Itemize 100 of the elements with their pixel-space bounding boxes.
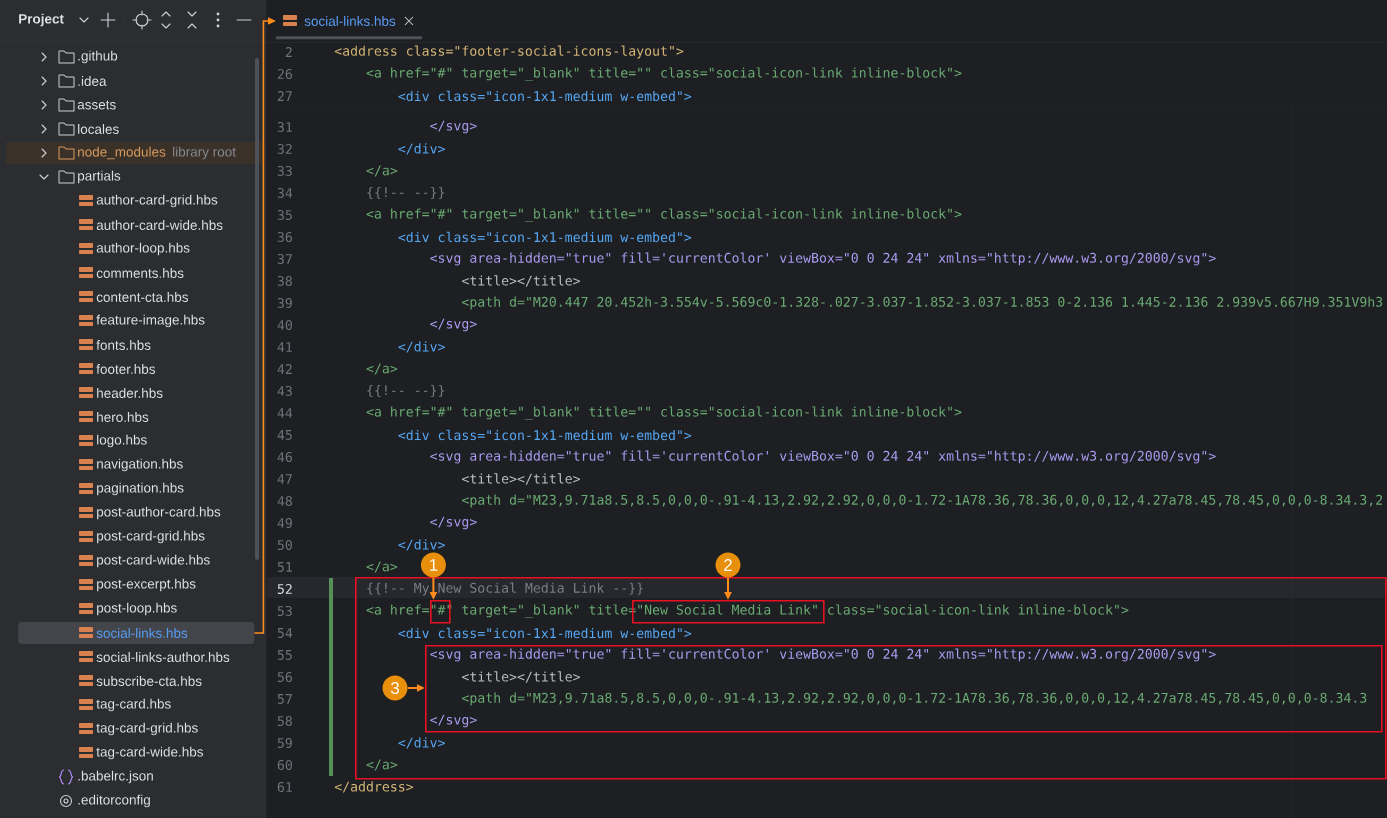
code-line: </a>: [366, 759, 398, 771]
line-number: 38: [277, 276, 292, 286]
code-line: </a>: [366, 561, 398, 573]
file-name: post-card-wide.hbs: [97, 554, 210, 568]
file-name: author-card-grid.hbs: [96, 194, 218, 208]
file-name: author-card-wide.hbs: [96, 220, 223, 230]
code-line: </a>: [366, 363, 398, 375]
file-name: hero.hbs: [97, 412, 149, 422]
callout-number: 1: [420, 552, 446, 578]
file-name: footer.hbs: [96, 364, 155, 374]
folder-name: locales: [78, 124, 119, 134]
hint-text: library root: [173, 146, 236, 160]
folder-name: .idea: [78, 76, 107, 86]
code-line: </div>: [398, 341, 445, 353]
line-number: 51: [277, 562, 292, 572]
file-name: logo.hbs: [97, 434, 147, 448]
file-name: pagination.hbs: [97, 482, 184, 496]
code-line: <title></title>: [461, 473, 581, 485]
line-number: 50: [277, 540, 292, 550]
line-number: 36: [277, 232, 292, 242]
file-name: navigation.hbs: [97, 458, 183, 472]
file-name: .editorconfig: [78, 794, 150, 808]
line-number: 60: [277, 760, 292, 770]
code-line: </svg>: [430, 714, 477, 728]
code-line: <title></title>: [461, 275, 581, 287]
code-line: </svg>: [430, 318, 477, 332]
code-line: <a href="#" target="_blank" title="" class="social-icon-link inline-block">: [366, 406, 962, 420]
line-number: 34: [277, 188, 293, 198]
file-name: feature-image.hbs: [96, 314, 205, 328]
panel-title: Project: [19, 13, 64, 27]
line-number: 39: [277, 298, 292, 308]
node-label: social-links.hbs: [304, 16, 396, 26]
code-line: <div class="icon-1x1-medium w-embed">: [398, 231, 692, 243]
callout-number: 2: [715, 552, 741, 578]
code-line: <path d="M23,9.71a8.5,8.5,0,0,0-.91-4.13,2.92,2.92,0,0,0-1.72-1A78.36,78.36,0,0,0,12,4.27a78.45,78.45,0,0,0-8.34.3,2: [461, 494, 1383, 508]
code-line: <path d="M23,9.71a8.5,8.5,0,0,0-.91-4.13,2.92,2.92,0,0,0-1.72-1A78.36,78.36,0,0,0,12,4.27a78.45,78.45,0,0,0-8.34.3: [461, 692, 1367, 706]
code-line: </div>: [398, 143, 445, 155]
line-number: 37: [277, 254, 292, 264]
line-number: 46: [277, 452, 292, 462]
code-line: <svg area-hidden="true" fill='currentColor' viewBox="0 0 24 24" xmlns="http://www.w3.org/2000/svg">: [430, 450, 1216, 464]
file-name: header.hbs: [97, 388, 163, 398]
line-number: 56: [277, 672, 292, 682]
code-line: <div class="icon-1x1-medium w-embed">: [398, 90, 692, 102]
folder-name: partials: [78, 170, 121, 184]
folder-name: .github: [78, 50, 118, 64]
highlight-box: [425, 645, 1383, 733]
line-number: 44: [277, 408, 293, 418]
line-number: 55: [277, 650, 292, 660]
folder-name: node_modules: [78, 146, 166, 160]
line-number: 61: [277, 782, 292, 792]
highlight-box: [355, 577, 1387, 780]
line-number: 54: [277, 628, 293, 638]
line-number: 52: [277, 584, 292, 594]
line-number: 53: [277, 606, 292, 616]
code-line: </div>: [398, 737, 445, 749]
code-line: <title></title>: [461, 671, 581, 683]
file-name: tag-card-grid.hbs: [96, 722, 198, 736]
line-number: 40: [277, 320, 292, 330]
line-number: 48: [277, 496, 292, 506]
file-name: post-excerpt.hbs: [97, 578, 196, 592]
line-number: 41: [277, 342, 292, 352]
line-number: 57: [277, 694, 292, 704]
file-name: tag-card.hbs: [96, 698, 171, 712]
file-tab: social-links.hbs: [276, 16, 422, 40]
code-line: </svg>: [430, 516, 477, 530]
code-line: {{!-- --}}: [367, 384, 445, 398]
line-number: 33: [277, 166, 292, 176]
code-line: <svg area-hidden="true" fill='currentColor' viewBox="0 0 24 24" xmlns="http://www.w3.org/2000/svg">: [430, 252, 1216, 266]
line-number: 27: [277, 91, 292, 101]
file-name: fonts.hbs: [96, 340, 151, 350]
line-number: 58: [277, 716, 292, 726]
line-number: 35: [277, 210, 292, 220]
line-number: 26: [277, 69, 292, 79]
file-name: subscribe-cta.hbs: [96, 676, 202, 686]
file-name: post-card-grid.hbs: [97, 530, 205, 544]
folder-name: assets: [77, 100, 116, 110]
file-name: post-author-card.hbs: [97, 506, 221, 520]
code-line: </svg>: [430, 120, 477, 134]
code-line: <a href="#" target="_blank" title="" class="social-icon-link inline-block">: [366, 208, 962, 222]
callout-number: 3: [382, 675, 408, 701]
line-number: 31: [277, 122, 292, 132]
file-name: tag-card-wide.hbs: [96, 746, 203, 760]
code-line: {{!-- --}}: [367, 186, 445, 200]
code-line: {{!-- My New Social Media Link --}}: [367, 582, 643, 596]
line-number: 45: [277, 430, 292, 440]
line-number: 43: [277, 386, 292, 396]
code-line: <div class="icon-1x1-medium w-embed">: [398, 627, 692, 639]
file-name: content-cta.hbs: [96, 292, 188, 302]
line-number: 59: [277, 738, 292, 748]
line-number: 32: [277, 144, 292, 154]
code-line: <div class="icon-1x1-medium w-embed">: [398, 429, 692, 441]
code-line: </address>: [334, 781, 414, 793]
code-line: <svg area-hidden="true" fill='currentColor' viewBox="0 0 24 24" xmlns="http://www.w3.org/2000/svg">: [430, 648, 1216, 662]
line-number: 49: [277, 518, 292, 528]
file-name: .babelrc.json: [78, 770, 153, 784]
line-number: 47: [277, 474, 292, 484]
code-line: <path d="M20.447 20.452h-3.554v-5.569c0-1.328-.027-3.037-1.852-3.037-1.853 0-2.136 1.445-2.136 2.939v5.667H9.351V9h3: [461, 296, 1383, 310]
code-line: <address class="footer-social-icons-layout">: [334, 45, 684, 59]
line-number: 42: [277, 364, 292, 374]
code-line: <a href="#" target="_blank" title="" class="social-icon-link inline-block">: [366, 67, 962, 81]
